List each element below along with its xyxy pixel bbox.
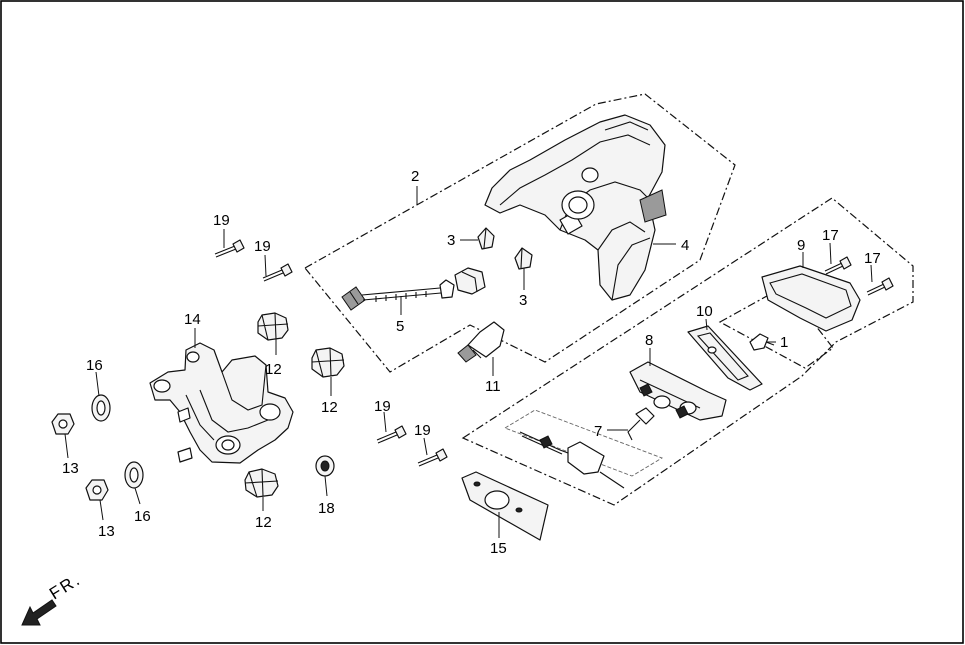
screw-19-middle <box>262 263 293 282</box>
washer-16-lower <box>124 461 144 489</box>
callout-2: 2 <box>411 168 419 185</box>
socket-cable-assembly <box>341 267 486 311</box>
callout-labels: 2 3 3 4 5 19 19 19 19 14 12 12 12 16 16 … <box>62 168 881 557</box>
grommet-12-top <box>257 312 289 341</box>
wire-harness <box>519 431 625 489</box>
callout-14: 14 <box>184 311 201 328</box>
callout-12-bottom: 12 <box>255 514 272 531</box>
callout-15: 15 <box>490 540 507 557</box>
washer-16-upper <box>91 394 111 422</box>
screw-19-lower-a <box>376 425 407 444</box>
callout-13-lower: 13 <box>98 523 115 540</box>
taillight-assembly-outline <box>304 93 736 373</box>
collar-18 <box>315 455 335 477</box>
callout-16-lower: 16 <box>134 508 151 525</box>
leader-lines <box>64 186 873 538</box>
grommet-12-bottom <box>244 468 279 498</box>
tail-bulb <box>457 321 505 363</box>
callout-16-upper: 16 <box>86 357 103 374</box>
gasket-plate <box>687 325 763 391</box>
license-light-housing <box>629 361 727 421</box>
grommet-upper <box>477 227 495 250</box>
callout-1: 1 <box>780 334 788 351</box>
grommet-lower <box>514 247 533 270</box>
screw-19-top <box>214 239 245 258</box>
callout-18: 18 <box>318 500 335 517</box>
callout-19-middle: 19 <box>254 238 271 255</box>
license-lens <box>761 265 861 332</box>
screw-17-upper <box>824 256 852 275</box>
front-arrow-icon <box>21 599 57 626</box>
callout-4: 4 <box>681 237 689 254</box>
callout-19-lower-b: 19 <box>414 422 431 439</box>
front-direction-label: FR. <box>46 570 84 604</box>
callout-17-lower: 17 <box>864 250 881 267</box>
callout-3-lower: 3 <box>519 292 527 309</box>
callout-12-middle: 12 <box>321 399 338 416</box>
nut-13-lower <box>85 479 109 501</box>
front-direction-indicator <box>21 599 57 626</box>
callout-12-top: 12 <box>265 361 282 378</box>
bulb-sub-outline <box>718 285 834 369</box>
callout-17-upper: 17 <box>822 227 839 244</box>
callout-5: 5 <box>396 318 404 335</box>
callout-13-upper: 13 <box>62 460 79 477</box>
license-socket <box>627 407 655 441</box>
callout-19-lower-a: 19 <box>374 398 391 415</box>
wire-harness-outline <box>503 409 664 477</box>
callout-3-upper: 3 <box>447 232 455 249</box>
grommet-12-middle <box>311 347 345 378</box>
callout-10: 10 <box>696 303 713 320</box>
callout-9: 9 <box>797 237 805 254</box>
taillight-housing <box>484 114 667 301</box>
screw-19-lower-b <box>417 448 448 467</box>
license-plate-bracket <box>461 471 549 541</box>
callout-8: 8 <box>645 332 653 349</box>
callout-7: 7 <box>594 423 602 440</box>
nut-13-upper <box>51 413 75 435</box>
screw-17-lower <box>866 277 894 296</box>
callout-19-top: 19 <box>213 212 230 229</box>
callout-11: 11 <box>485 378 501 395</box>
mounting-bracket <box>149 342 294 464</box>
license-light-assembly-outline <box>461 197 914 506</box>
